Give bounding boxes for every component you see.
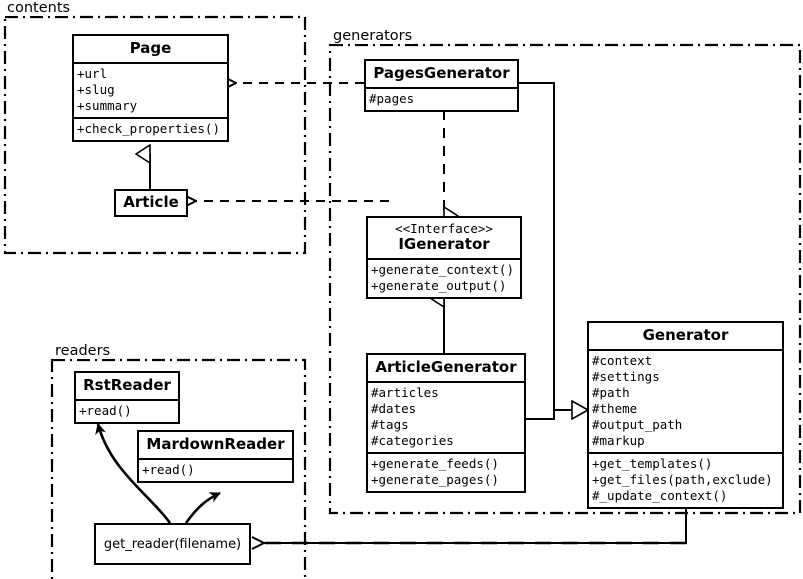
class-name-mardownreader: MardownReader xyxy=(146,435,285,453)
attribute-tags: #tags xyxy=(371,417,409,432)
attribute-markup: #markup xyxy=(592,433,645,448)
package-label-generators: generators xyxy=(331,28,415,44)
class-operations-generator: +get_templates() +get_files(path,exclude… xyxy=(589,452,782,507)
relationship-articlegenerator-generalizes-generator xyxy=(526,410,555,420)
class-box-mardownreader[interactable]: MardownReader +read() xyxy=(137,430,294,483)
class-box-article[interactable]: Article xyxy=(114,189,188,217)
function-label-get-reader: get_reader(filename) xyxy=(103,536,242,552)
attribute-output-path: #output_path xyxy=(592,417,683,432)
class-attributes-articlegenerator: #articles #dates #tags #categories xyxy=(368,381,524,452)
class-box-articlegenerator[interactable]: ArticleGenerator #articles #dates #tags … xyxy=(366,353,526,493)
class-box-page[interactable]: Page +url +slug +summary +check_properti… xyxy=(72,34,229,142)
attribute-path: #path xyxy=(592,385,630,400)
class-box-pagesgenerator[interactable]: PagesGenerator #pages xyxy=(364,59,519,112)
attribute-articles: #articles xyxy=(371,385,439,400)
class-stereotype-igenerator: <<Interface>> xyxy=(395,221,493,236)
class-attributes-generator: #context #settings #path #theme #output_… xyxy=(589,349,782,452)
operation-generate-context: +generate_context() xyxy=(371,261,514,277)
operation-generate-feeds: +generate_feeds() xyxy=(371,456,499,471)
attribute-slug: +slug xyxy=(77,82,115,97)
class-attributes-page: +url +slug +summary xyxy=(74,62,227,117)
attribute-dates: #dates xyxy=(371,401,417,416)
attribute-theme: #theme xyxy=(592,401,638,416)
attribute-categories: #categories xyxy=(371,433,454,448)
operation-read-rst: +read() xyxy=(79,403,132,418)
attribute-url: +url xyxy=(77,66,108,81)
class-name-rstreader: RstReader xyxy=(83,376,171,394)
operation-check-properties: +check_properties() xyxy=(77,121,220,136)
operation-update-context: #_update_context() xyxy=(592,488,728,503)
class-operations-rstreader: +read() xyxy=(76,399,178,422)
attribute-settings: #settings xyxy=(592,369,660,384)
attribute-context: #context xyxy=(592,353,653,368)
operation-generate-output: +generate_output() xyxy=(371,277,507,293)
class-operations-page: +check_properties() xyxy=(74,117,227,140)
class-box-rstreader[interactable]: RstReader +read() xyxy=(74,371,180,424)
operation-get-files: +get_files(path,exclude) xyxy=(592,472,773,487)
operation-get-templates: +get_templates() xyxy=(592,456,713,471)
package-label-readers: readers xyxy=(53,343,113,359)
function-box-get-reader[interactable]: get_reader(filename) xyxy=(94,523,251,565)
class-operations-igenerator: +generate_context() +generate_output() xyxy=(368,257,520,297)
class-name-igenerator-text: IGenerator xyxy=(398,234,490,253)
package-label-contents: contents xyxy=(5,0,73,16)
attribute-summary: +summary xyxy=(77,98,138,113)
class-box-igenerator[interactable]: <<Interface>> IGenerator +generate_conte… xyxy=(366,216,522,299)
operation-generate-pages: +generate_pages() xyxy=(371,472,499,487)
class-box-generator[interactable]: Generator #context #settings #path #them… xyxy=(587,321,784,509)
class-name-article: Article xyxy=(123,193,179,211)
class-name-igenerator: <<Interface>> IGenerator xyxy=(368,218,520,258)
class-operations-articlegenerator: +generate_feeds() +generate_pages() xyxy=(368,452,524,491)
class-attributes-pagesgenerator: #pages xyxy=(366,87,517,110)
class-name-page: Page xyxy=(129,39,172,57)
relationship-pagesgenerator-generalizes-generator xyxy=(519,82,588,410)
operation-read-markdown: +read() xyxy=(142,462,195,477)
class-operations-mardownreader: +read() xyxy=(139,458,292,481)
class-name-generator: Generator xyxy=(642,326,729,344)
class-name-pagesgenerator: PagesGenerator xyxy=(373,64,510,82)
relationship-getreader-creates-mardownreader xyxy=(184,491,221,524)
attribute-pages: #pages xyxy=(369,91,415,106)
class-name-articlegenerator: ArticleGenerator xyxy=(375,358,517,376)
